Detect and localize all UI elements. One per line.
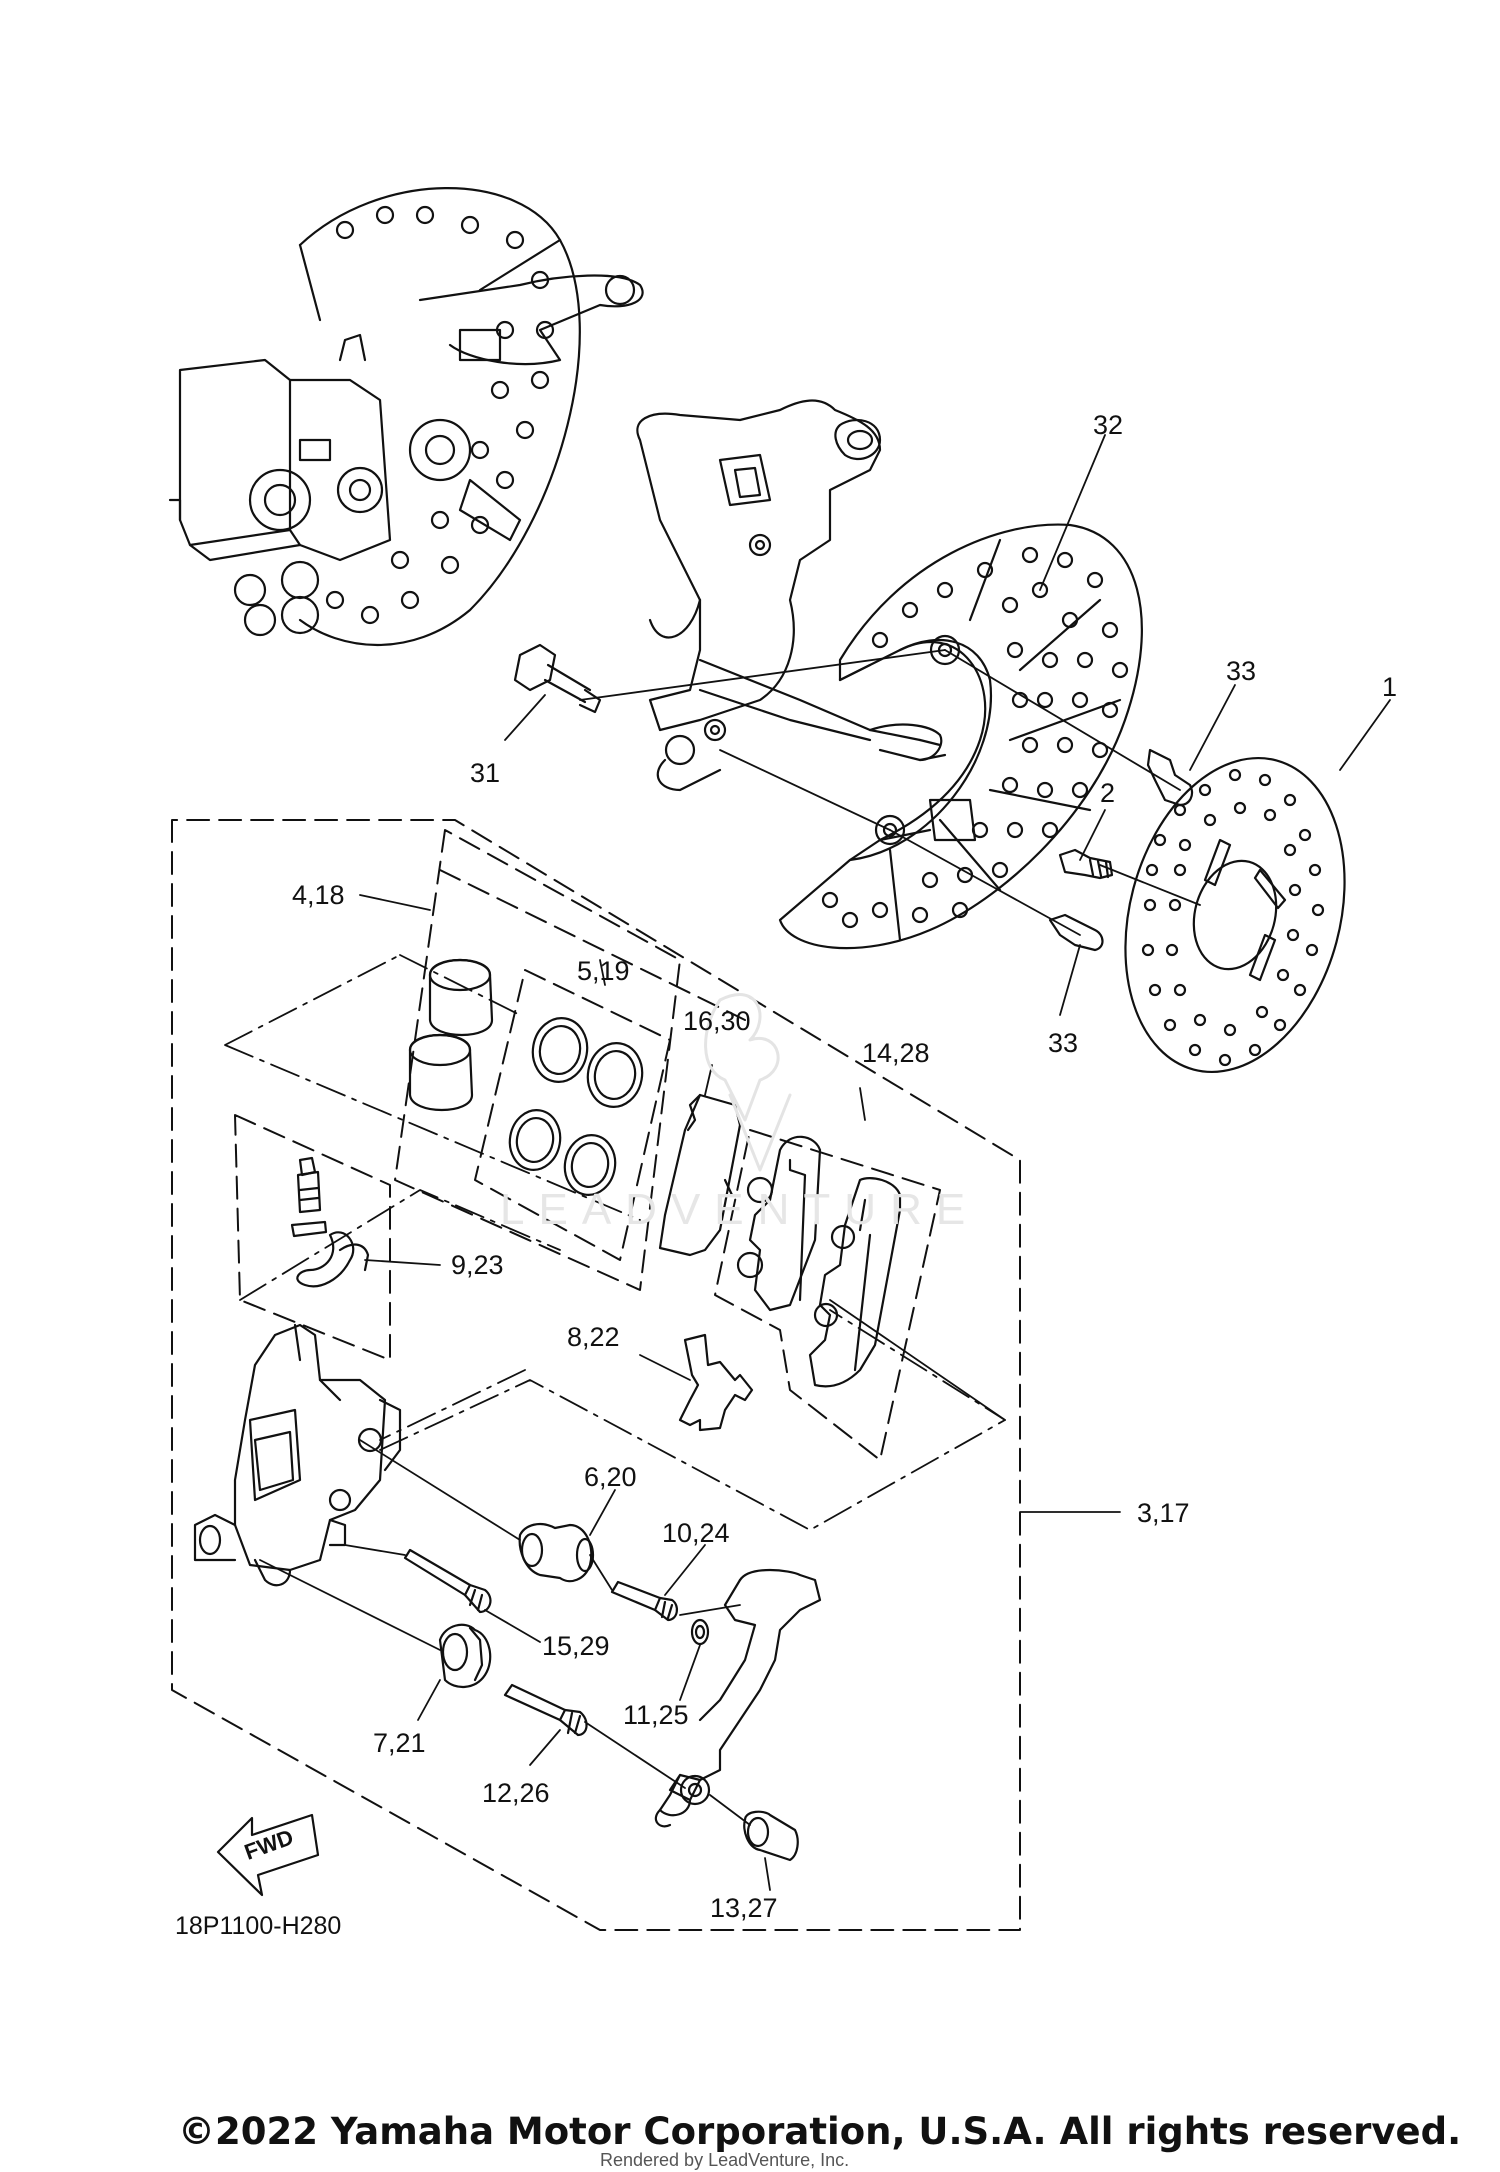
label-16-30: 16,30 — [683, 1006, 751, 1036]
bolt-33-upper — [1146, 748, 1194, 807]
boot-6 — [518, 1522, 595, 1583]
group-14-28-boundary — [714, 1129, 941, 1461]
seals — [508, 1017, 644, 1196]
label-9-23: 9,23 — [451, 1250, 504, 1280]
bolt-33-lower — [1048, 913, 1104, 952]
steering-knuckle — [636, 399, 947, 792]
diagram-code: 18P1100-H280 — [175, 1912, 342, 1940]
sleeve-13 — [743, 1810, 799, 1862]
label-11-25: 11,25 — [623, 1700, 689, 1730]
caliper-body — [193, 1323, 402, 1587]
label-1: 1 — [1382, 672, 1398, 702]
assembled-view-inset — [168, 187, 644, 646]
explode-axes — [224, 954, 1006, 1531]
slide-pin-12 — [503, 1683, 588, 1737]
washer-11 — [690, 1618, 710, 1646]
pistons — [408, 958, 494, 1111]
label-3-17: 3,17 — [1137, 1498, 1190, 1528]
group-4-18-boundary — [394, 829, 746, 1291]
label-7-21: 7,21 — [373, 1728, 426, 1758]
explode-lines-upper — [579, 649, 1201, 936]
fwd-arrow-icon — [216, 1813, 320, 1897]
label-2: 2 — [1100, 778, 1116, 808]
group-9-23-boundary — [234, 1114, 391, 1361]
label-10-24: 10,24 — [662, 1518, 730, 1548]
brake-pad-rear — [808, 1177, 902, 1388]
leader-lines — [359, 434, 1391, 1891]
bolt-31 — [513, 643, 602, 714]
bolt-10 — [610, 1580, 678, 1622]
label-33-upper: 33 — [1226, 656, 1257, 686]
bolt-2 — [1058, 848, 1114, 880]
brake-disc — [1124, 756, 1346, 1074]
label-4-18: 4,18 — [292, 880, 345, 910]
slide-pin-15 — [403, 1548, 492, 1614]
label-8-22: 8,22 — [567, 1322, 620, 1352]
disc-cover — [778, 523, 1143, 950]
caliper-bracket — [654, 1568, 822, 1828]
label-13-27: 13,27 — [710, 1893, 778, 1923]
label-31: 31 — [470, 758, 501, 788]
label-33-lower: 33 — [1048, 1028, 1079, 1058]
label-12-26: 12,26 — [482, 1778, 550, 1808]
group-5-19-boundary — [474, 969, 671, 1261]
pad-spring — [678, 1333, 754, 1432]
label-15-29: 15,29 — [542, 1631, 610, 1661]
bleed-screw — [290, 1156, 370, 1288]
caliper-assembly-boundary — [171, 819, 1021, 1931]
watermark-text: LEADVENTURE — [500, 1185, 980, 1234]
explode-lines-lower — [259, 1299, 1006, 1826]
brake-pad-front — [736, 1135, 822, 1312]
label-5-19: 5,19 — [577, 956, 630, 986]
leadventure-logo-watermark — [704, 993, 792, 1172]
rendered-by-text: Rendered by LeadVenture, Inc. — [600, 2150, 850, 2170]
label-32: 32 — [1093, 410, 1124, 440]
label-14-28: 14,28 — [862, 1038, 930, 1068]
boot-7 — [438, 1623, 492, 1688]
label-6-20: 6,20 — [584, 1462, 637, 1492]
copyright-notice: ©2022 Yamaha Motor Corporation, U.S.A. A… — [178, 2110, 1462, 2153]
